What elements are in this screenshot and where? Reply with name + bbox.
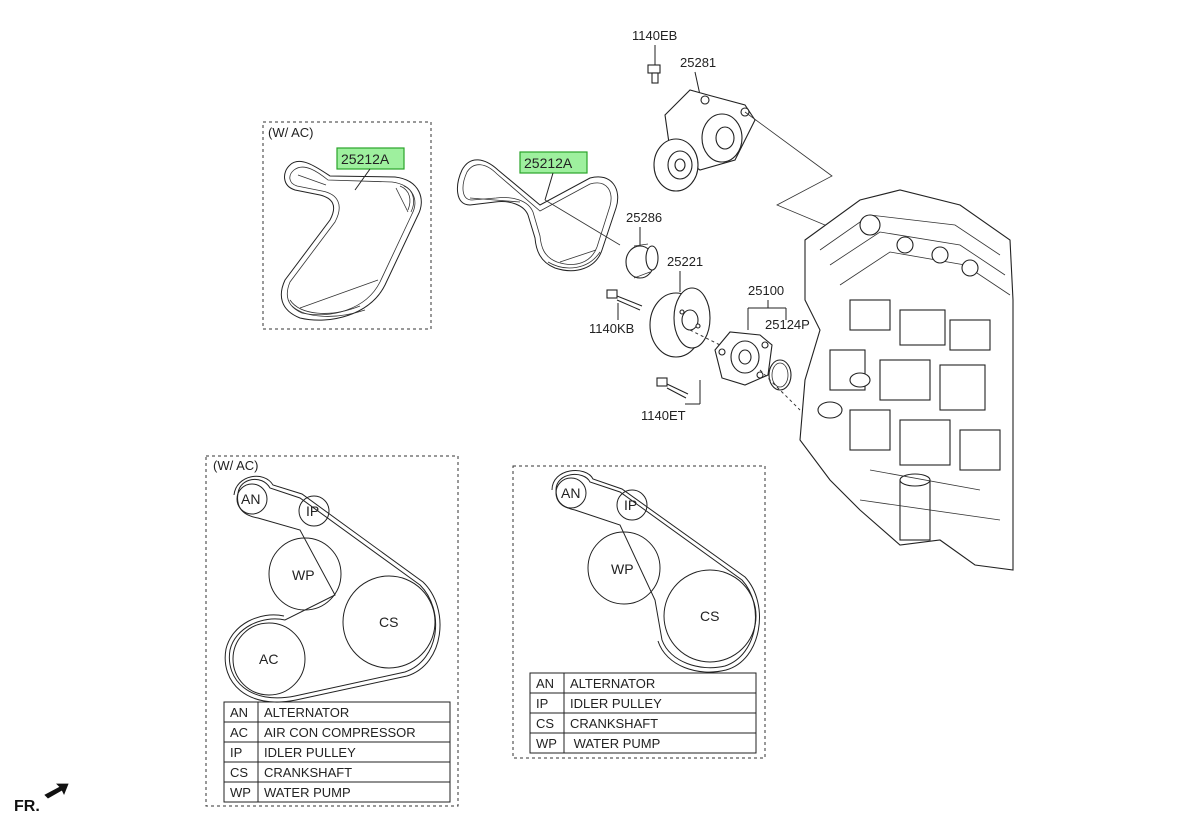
- noac-pulley-an: AN: [561, 485, 580, 501]
- wac-legend-code: WP: [230, 785, 251, 800]
- engine-block: [799, 189, 1014, 571]
- noac-routing-diagram: [551, 470, 760, 673]
- wac-legend-name: CRANKSHAFT: [264, 765, 352, 780]
- callout-bolt-et[interactable]: 1140ET: [641, 408, 686, 423]
- noac-legend-code: CS: [536, 716, 554, 731]
- wac-legend-code: CS: [230, 765, 248, 780]
- wac-pulley-an: AN: [241, 491, 260, 507]
- noac-legend-code: WP: [536, 736, 557, 751]
- wac-belt-box-label: (W/ AC): [268, 125, 314, 140]
- wac-legend-table: [223, 701, 451, 803]
- wac-routing-box: [205, 455, 459, 807]
- wac-pulley-wp: WP: [292, 567, 315, 583]
- callout-water-pump[interactable]: 25100: [748, 283, 784, 298]
- bolt-top-part: [647, 64, 661, 84]
- noac-legend-name: CRANKSHAFT: [570, 716, 658, 731]
- wac-legend-name: ALTERNATOR: [264, 705, 349, 720]
- wac-legend-code: AC: [230, 725, 248, 740]
- bolt-kb-part: [606, 289, 643, 311]
- water-pump-part: [714, 331, 773, 386]
- tensioner-leader: [744, 111, 857, 239]
- idler-part: [625, 243, 659, 279]
- noac-legend-name: ALTERNATOR: [570, 676, 655, 691]
- wac-pulley-ac: AC: [259, 651, 278, 667]
- noac-legend-code: IP: [536, 696, 548, 711]
- callout-bolt-top[interactable]: 1140EB: [632, 28, 677, 43]
- belt-wac-drawing: [280, 160, 422, 321]
- callout-pulley[interactable]: 25221: [667, 254, 703, 269]
- wac-pulley-cs: CS: [379, 614, 398, 630]
- tensioner-part: [653, 89, 756, 192]
- wac-belt-box: [262, 121, 432, 330]
- noac-pulley-wp: WP: [611, 561, 634, 577]
- noac-pulley-cs: CS: [700, 608, 719, 624]
- noac-pulley-ip: IP: [624, 497, 637, 513]
- noac-legend-name: IDLER PULLEY: [570, 696, 662, 711]
- noac-legend-name: WATER PUMP: [570, 736, 660, 751]
- callout-belt-main[interactable]: 25212A: [524, 155, 573, 171]
- callout-belt-main-highlight: [519, 151, 588, 174]
- wac-legend-name: WATER PUMP: [264, 785, 351, 800]
- wac-legend-name: AIR CON COMPRESSOR: [264, 725, 416, 740]
- wac-legend-code: AN: [230, 705, 248, 720]
- wac-legend-name: IDLER PULLEY: [264, 745, 356, 760]
- belt-main-drawing: [457, 159, 619, 272]
- wac-legend-code: IP: [230, 745, 242, 760]
- callout-belt-wac-highlight: [336, 147, 405, 170]
- noac-legend-code: AN: [536, 676, 554, 691]
- callout-idler[interactable]: 25286: [626, 210, 662, 225]
- callout-gasket[interactable]: 25124P: [765, 317, 810, 332]
- noac-routing-box: [512, 465, 766, 759]
- noac-legend-table: [529, 672, 757, 754]
- callout-bolt-kb[interactable]: 1140KB: [589, 321, 634, 336]
- wac-pulley-ip: IP: [306, 503, 319, 519]
- pulley-part: [649, 287, 711, 358]
- front-arrow-icon: [44, 783, 69, 799]
- front-marker: FR.: [14, 798, 40, 815]
- wac-routing-diagram: [224, 475, 441, 703]
- callout-belt-wac[interactable]: 25212A: [341, 151, 390, 167]
- wac-routing-box-label: (W/ AC): [213, 458, 259, 473]
- callout-tensioner[interactable]: 25281: [680, 55, 716, 70]
- gasket-part: [768, 359, 792, 391]
- bolt-et-part: [656, 377, 689, 399]
